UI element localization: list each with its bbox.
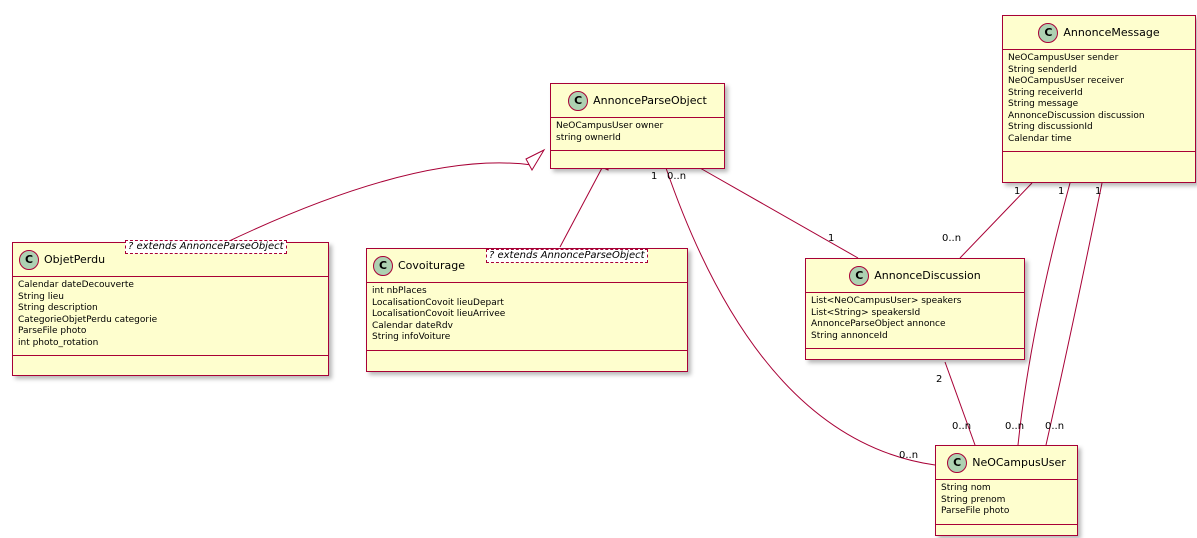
method-list (806, 349, 1024, 357)
multiplicity-label: 0..n (1045, 421, 1065, 432)
type-parameter-label: ? extends AnnonceParseObject (486, 249, 648, 263)
multiplicity-label: 0..n (942, 233, 962, 244)
multiplicity-label: 0..n (667, 171, 687, 182)
edge-covoiturage-extends (559, 167, 603, 248)
attribute: int nbPlaces (372, 286, 427, 296)
attribute-list: String nom String prenom ParseFile photo (936, 480, 1077, 525)
multiplicity-label: 1 (1014, 186, 1021, 197)
multiplicity-label: 1 (1058, 186, 1065, 197)
class-name: ObjetPerdu (44, 253, 106, 266)
multiplicity-label: 1 (1095, 186, 1102, 197)
multiplicity-label: 0..n (1005, 421, 1025, 432)
class-header: C AnnonceMessage (1003, 16, 1195, 50)
attribute-list: int nbPlaces LocalisationCovoit lieuDepa… (367, 283, 687, 351)
edge-message-user-a (1017, 182, 1071, 446)
attribute: String receiverId (1008, 87, 1083, 98)
edge-apo-user (665, 167, 936, 466)
class-name: AnnonceMessage (1063, 26, 1160, 39)
class-name: NeOCampusUser (972, 456, 1066, 469)
method-list (936, 525, 1077, 533)
class-annonce-parse-object[interactable]: C AnnonceParseObject NeOCampusUser owner… (550, 83, 725, 169)
class-badge-icon: C (373, 255, 393, 276)
class-header: C ObjetPerdu (13, 243, 328, 277)
class-header: C AnnonceDiscussion (806, 259, 1024, 293)
attribute: String infoVoiture (372, 332, 451, 342)
attribute: String nom (941, 483, 991, 493)
attribute-list: NeOCampusUser owner string ownerId (551, 118, 724, 151)
method-list (1003, 152, 1195, 160)
class-badge-icon: C (849, 265, 870, 286)
attribute: String prenom (941, 494, 1006, 505)
attribute-list: NeOCampusUser sender String senderId NeO… (1003, 50, 1195, 152)
type-parameter-label: ? extends AnnonceParseObject (125, 240, 287, 254)
class-badge-icon: C (19, 249, 39, 270)
method-list (551, 151, 724, 159)
attribute: List<NeOCampusUser> speakers (811, 296, 962, 306)
inheritance-arrow-icon (525, 148, 546, 172)
multiplicity-label: 0..n (952, 421, 972, 432)
attribute: Calendar dateRdv (372, 320, 453, 331)
class-header: C Covoiturage (367, 249, 687, 283)
edge-message-user-b (1045, 182, 1103, 446)
attribute: AnnonceParseObject annonce (811, 319, 946, 329)
multiplicity-label: 0..n (899, 450, 919, 461)
class-name: AnnonceDiscussion (874, 269, 981, 282)
edge-apo-discussion (699, 167, 859, 259)
class-header: C AnnonceParseObject (551, 84, 724, 118)
class-covoiturage[interactable]: C Covoiturage int nbPlaces LocalisationC… (366, 248, 688, 372)
class-annonce-discussion[interactable]: C AnnonceDiscussion List<NeOCampusUser> … (805, 258, 1025, 360)
attribute: string ownerId (556, 132, 621, 143)
class-badge-icon: C (947, 452, 968, 473)
attribute: AnnonceDiscussion discussion (1008, 110, 1145, 121)
attribute: String lieu (18, 291, 64, 302)
class-name: Covoiturage (398, 259, 466, 272)
attribute: Calendar dateDecouverte (18, 280, 134, 290)
attribute: LocalisationCovoit lieuDepart (372, 297, 504, 308)
edge-message-discussion (959, 182, 1033, 259)
class-badge-icon: C (568, 90, 589, 111)
attribute: String message (1008, 99, 1079, 109)
class-header: C NeOCampusUser (936, 446, 1077, 480)
class-neocampus-user[interactable]: C NeOCampusUser String nom String prenom… (935, 445, 1078, 536)
method-list (13, 356, 328, 364)
edge-discussion-user (944, 361, 976, 446)
attribute: String annonceId (811, 330, 888, 341)
multiplicity-label: 1 (828, 233, 835, 244)
attribute: NeOCampusUser owner (556, 121, 664, 131)
attribute: NeOCampusUser sender (1008, 53, 1119, 63)
attribute-list: Calendar dateDecouverte String lieu Stri… (13, 277, 328, 356)
class-badge-icon: C (1038, 22, 1059, 43)
attribute: int photo_rotation (18, 337, 99, 348)
attribute: String description (18, 303, 98, 313)
attribute: ParseFile photo (18, 326, 87, 336)
attribute: ParseFile photo (941, 506, 1010, 516)
attribute: Calendar time (1008, 133, 1072, 144)
attribute: List<String> speakersId (811, 307, 921, 318)
multiplicity-label: 2 (936, 374, 943, 385)
attribute: LocalisationCovoit lieuArrivee (372, 309, 506, 319)
attribute: CategorieObjetPerdu categorie (18, 314, 158, 325)
attribute: NeOCampusUser receiver (1008, 76, 1124, 86)
attribute: String senderId (1008, 64, 1077, 75)
class-name: AnnonceParseObject (593, 94, 707, 107)
attribute: String discussionId (1008, 122, 1093, 132)
class-objet-perdu[interactable]: C ObjetPerdu Calendar dateDecouverte Str… (12, 242, 329, 376)
multiplicity-label: 1 (651, 171, 658, 182)
attribute-list: List<NeOCampusUser> speakers List<String… (806, 293, 1024, 349)
edge-objetperdu-extends (224, 162, 533, 244)
method-list (367, 351, 687, 359)
class-annonce-message[interactable]: C AnnonceMessage NeOCampusUser sender St… (1002, 15, 1196, 183)
